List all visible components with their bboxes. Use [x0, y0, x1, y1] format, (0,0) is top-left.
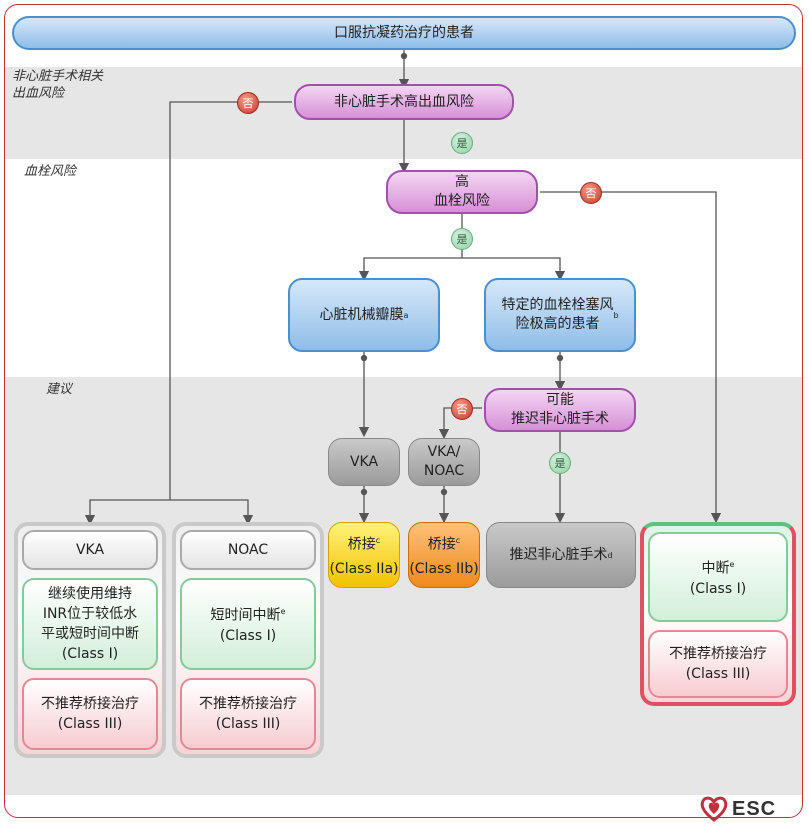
- card-vka-no-bridging: 不推荐桥接治疗 (Class III): [22, 678, 158, 750]
- card-vka: VKA 继续使用维持 INR位于较低水 平或短时间中断 (Class I) 不推…: [14, 522, 166, 758]
- interrupt-text: 中断: [701, 560, 730, 577]
- section-label-thrombosis: 血栓风险: [24, 164, 77, 179]
- node-high-thrombosis-risk: 高 血栓风险: [386, 170, 538, 214]
- footnote-e-1: e: [280, 607, 286, 617]
- node-bridging-iib: 桥接c (Class IIb): [408, 522, 480, 588]
- badge-yes-bleeding: 是: [451, 132, 473, 154]
- footnote-a: a: [403, 310, 409, 320]
- node-very-high-risk-text: 特定的血栓栓塞风 险极高的患者: [501, 297, 614, 332]
- card-interrupt-no-bridging: 不推荐桥接治疗 (Class III): [648, 630, 788, 698]
- interrupt-class: (Class I): [689, 580, 747, 597]
- badge-no-thrombosis: 否: [580, 182, 602, 204]
- section-label-recommendation: 建议: [46, 382, 73, 397]
- card-interrupt: 中断e (Class I) 不推荐桥接治疗 (Class III): [640, 522, 796, 706]
- card-noac-interrupt: 短时间中断e (Class I): [180, 578, 316, 670]
- footnote-d: d: [607, 550, 613, 560]
- node-vka-mid: VKA: [328, 438, 400, 486]
- badge-no-postpone: 否: [451, 398, 473, 420]
- footnote-b: b: [613, 310, 619, 320]
- bridging-iia-label: 桥接: [347, 536, 376, 553]
- node-high-bleeding-risk: 非心脏手术高出血风险: [294, 84, 514, 120]
- noac-interrupt-class: (Class I): [219, 627, 277, 644]
- esc-logo-text: ESC: [732, 797, 777, 820]
- card-noac-no-bridging: 不推荐桥接治疗 (Class III): [180, 678, 316, 750]
- node-bridging-iia: 桥接c (Class IIa): [328, 522, 400, 588]
- esc-logo: ESC: [700, 796, 776, 822]
- footnote-c-2: c: [455, 535, 461, 545]
- card-noac-title: NOAC: [180, 530, 316, 570]
- node-mechanical-valve-text: 心脏机械瓣膜: [319, 306, 404, 323]
- postpone-surgery-text: 推迟非心脏手术: [509, 546, 608, 563]
- section-label-bleeding: 非心脏手术相关 出血风险: [12, 69, 104, 101]
- badge-no-bleeding: 否: [237, 92, 259, 114]
- bridging-iib-class: (Class IIb): [409, 561, 479, 578]
- badge-yes-postpone: 是: [549, 452, 571, 474]
- card-vka-title: VKA: [22, 530, 158, 570]
- bridging-iia-class: (Class IIa): [329, 561, 399, 578]
- badge-yes-thrombosis: 是: [451, 228, 473, 250]
- noac-interrupt-text: 短时间中断: [210, 607, 281, 624]
- heart-icon: [700, 796, 728, 822]
- card-vka-continue: 继续使用维持 INR位于较低水 平或短时间中断 (Class I): [22, 578, 158, 670]
- node-vka-noac-mid: VKA/ NOAC: [408, 438, 480, 486]
- node-postpone-possible: 可能 推迟非心脏手术: [484, 388, 636, 432]
- bridging-iib-label: 桥接: [427, 536, 456, 553]
- card-interrupt-green: 中断e (Class I): [648, 532, 788, 622]
- footnote-c-1: c: [375, 535, 381, 545]
- footnote-e-2: e: [729, 560, 735, 570]
- card-noac: NOAC 短时间中断e (Class I) 不推荐桥接治疗 (Class III…: [172, 522, 324, 758]
- node-oac-patients: 口服抗凝药治疗的患者: [12, 16, 796, 50]
